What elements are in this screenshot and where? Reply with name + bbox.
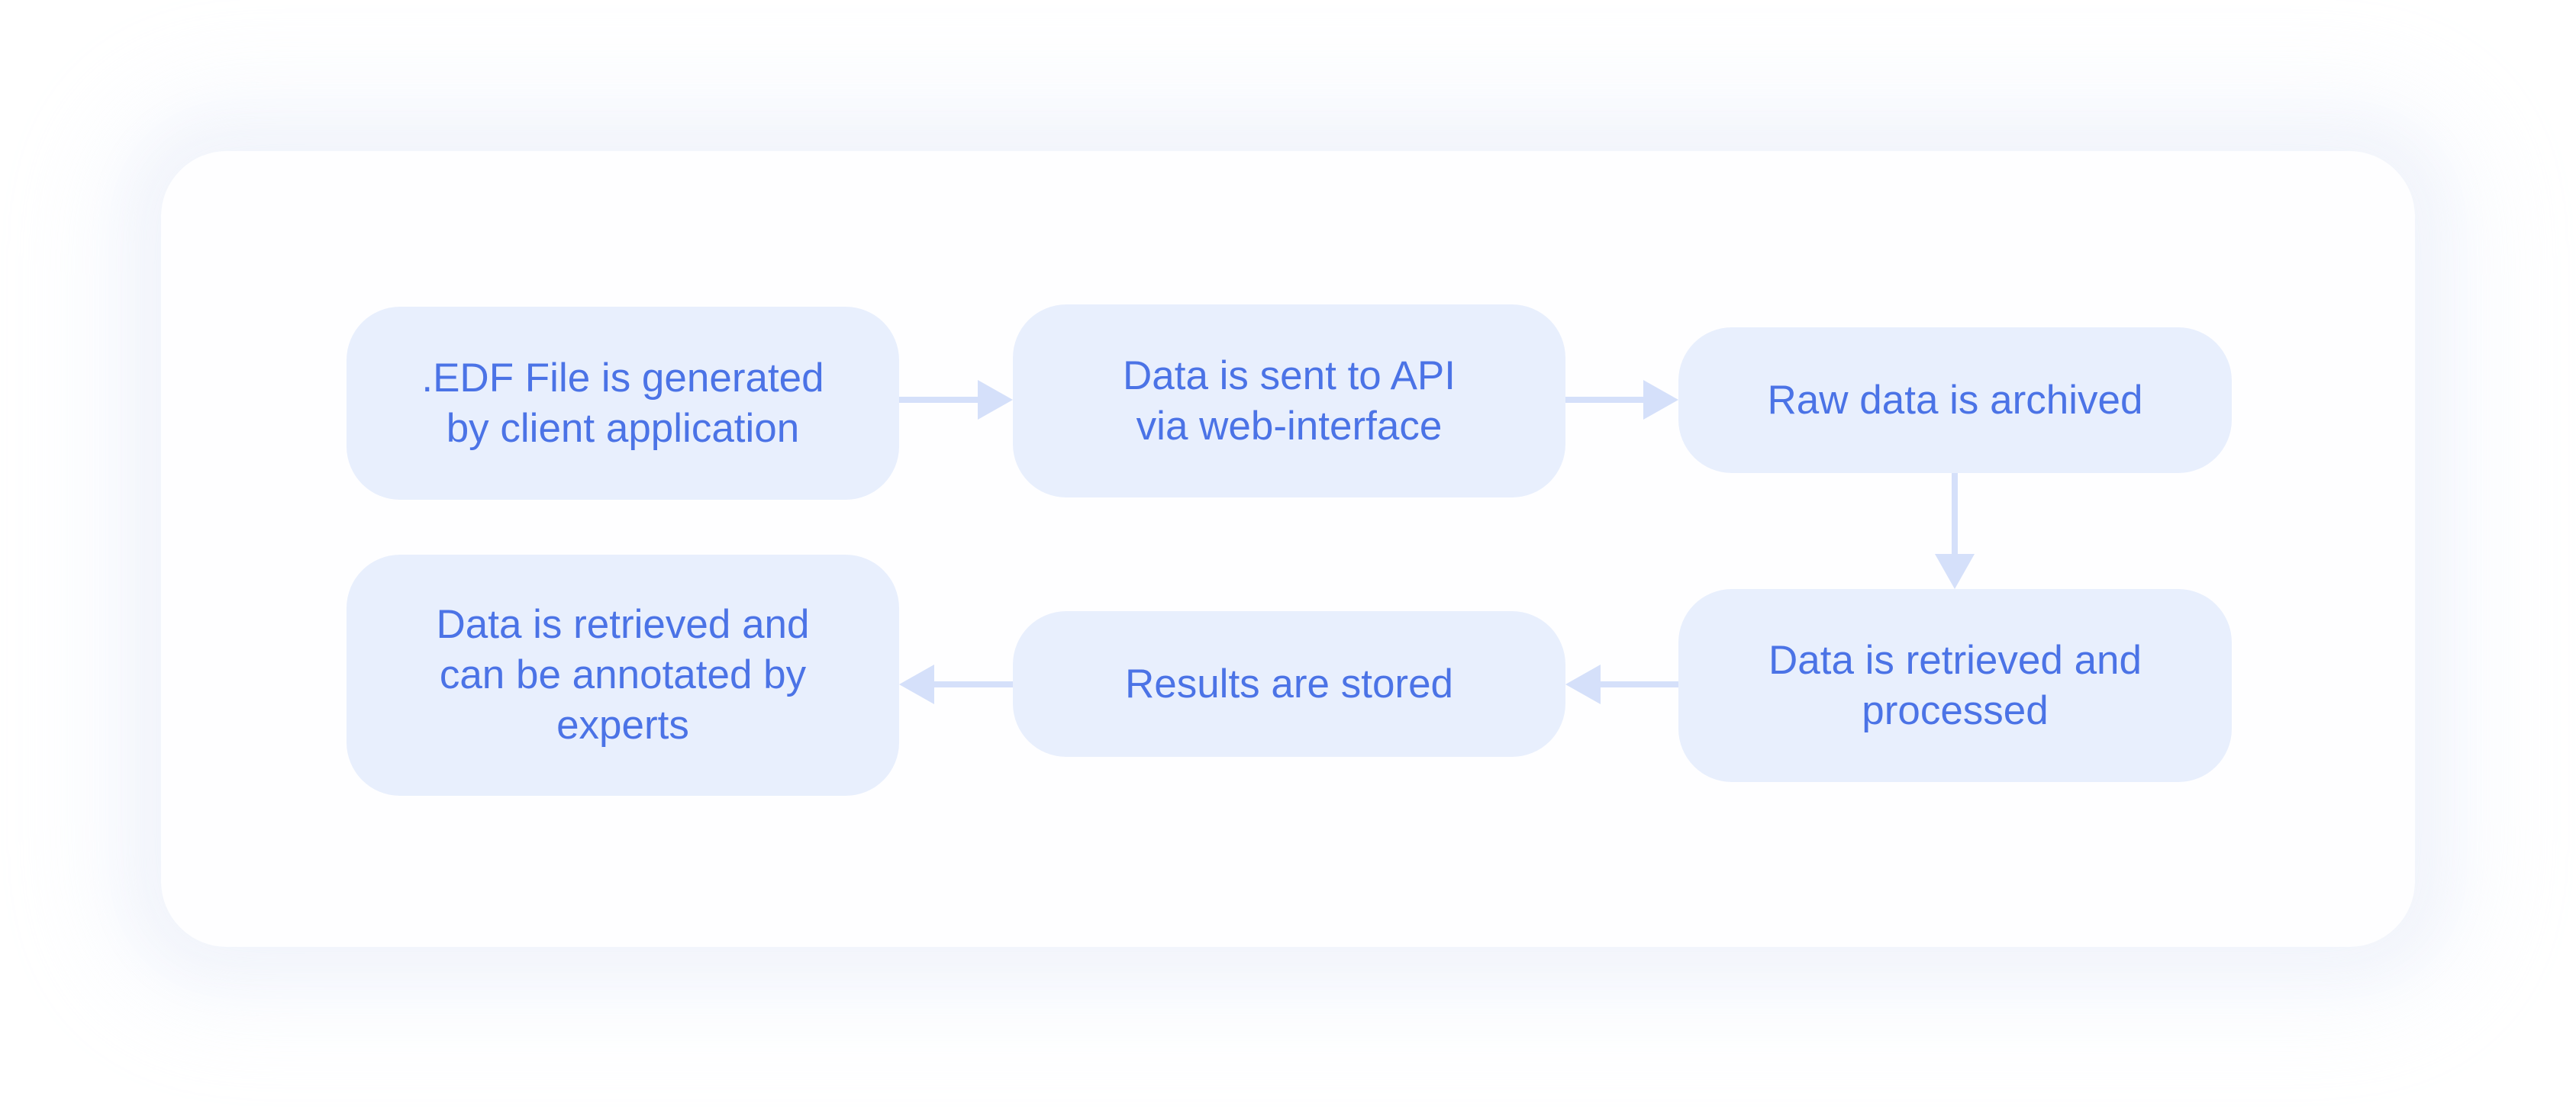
arrow-n2-to-n3 xyxy=(1565,380,1678,420)
node-data-annotated-by-experts: Data is retrieved and can be annotated b… xyxy=(347,555,899,796)
node-data-sent-to-api: Data is sent to API via web-interface xyxy=(1013,304,1565,497)
node-results-stored: Results are stored xyxy=(1013,611,1565,757)
arrow-n3-to-n4 xyxy=(1935,473,1975,589)
arrow-n4-to-n5 xyxy=(1565,665,1678,704)
node-data-retrieved-processed: Data is retrieved and processed xyxy=(1678,589,2232,782)
node-raw-data-archived: Raw data is archived xyxy=(1678,327,2232,473)
arrow-n1-to-n2 xyxy=(899,380,1013,420)
arrow-n5-to-n6 xyxy=(899,665,1013,704)
node-edf-file-generated: .EDF File is generated by client applica… xyxy=(347,307,899,500)
diagram-panel xyxy=(161,151,2415,947)
